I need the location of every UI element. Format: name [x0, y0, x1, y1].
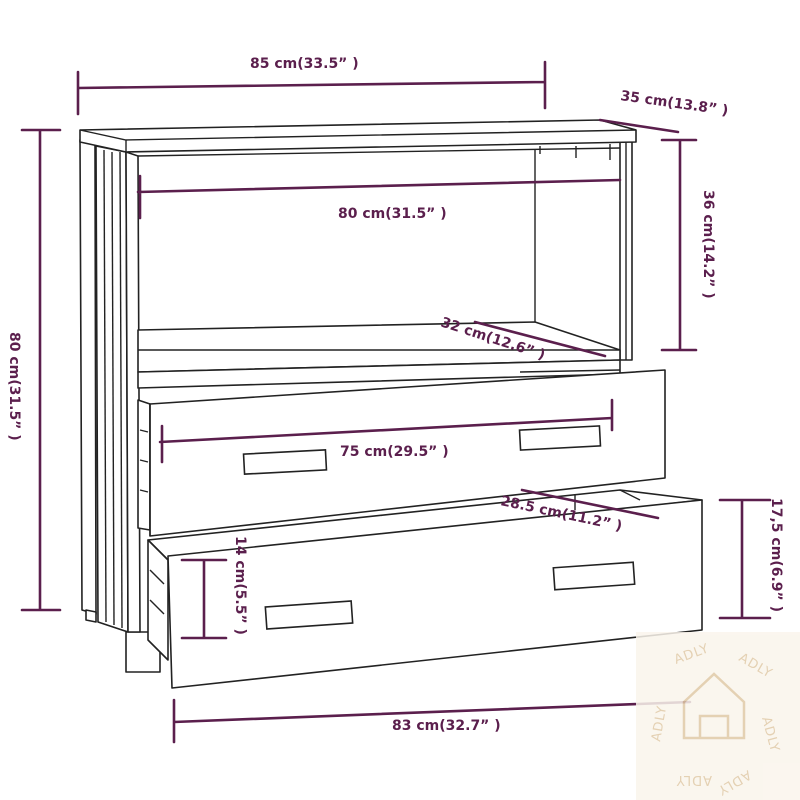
label-drawer-inner-height: 14 cm(5.5” ): [232, 536, 248, 635]
dim-shelf-height-line: [660, 138, 698, 352]
label-depth: 35 cm(13.8” ): [619, 88, 729, 119]
dim-drawer-front-height-line: [718, 498, 772, 620]
upper-drawer-handle-right: [518, 425, 602, 451]
label-drawer-front-height: 17,5 cm(6.9” ): [768, 498, 784, 612]
watermark-logo: ADLY ADLY ADLY ADLY ADLY ADLY: [636, 632, 800, 800]
dim-shelf-width-line: [136, 174, 622, 220]
dim-drawer-depth-line: [520, 488, 660, 520]
upper-drawer-handle-left: [242, 449, 328, 475]
lower-drawer-front: [167, 499, 703, 689]
dim-base-width-line: [172, 698, 692, 744]
upper-drawer: [137, 369, 666, 537]
lower-drawer-handle-left: [264, 600, 354, 630]
dim-total-height-line: [20, 128, 62, 612]
side-panel: [125, 151, 141, 633]
dim-depth-line: [598, 118, 680, 134]
dim-drawer-width-line: [158, 398, 614, 464]
upper-drawer-side: [137, 399, 151, 531]
dim-drawer-inner-height-line: [180, 558, 228, 640]
label-shelf-width: 80 cm(31.5” ): [338, 206, 447, 222]
lower-drawer-handle-right: [552, 561, 636, 591]
lower-drawer-side: [147, 539, 169, 661]
label-total-height: 80 cm(31.5” ): [6, 332, 22, 441]
label-base-width: 83 cm(32.7” ): [392, 718, 501, 734]
label-drawer-width: 75 cm(29.5” ): [340, 444, 449, 460]
shelf-board: [137, 321, 621, 373]
lower-drawer: [147, 489, 703, 689]
label-shelf-height: 36 cm(14.2” ): [700, 190, 716, 299]
label-total-width: 85 cm(33.5” ): [250, 56, 359, 72]
watermark-text-bottom: ADLY: [676, 772, 712, 787]
dimension-lines: [20, 60, 772, 744]
dim-shelf-depth-line: [473, 320, 607, 358]
left-back-post: [79, 139, 97, 615]
watermark-text-left: ADLY: [649, 704, 670, 742]
dim-total-width-line: [76, 60, 547, 116]
cabinet: [79, 119, 637, 673]
